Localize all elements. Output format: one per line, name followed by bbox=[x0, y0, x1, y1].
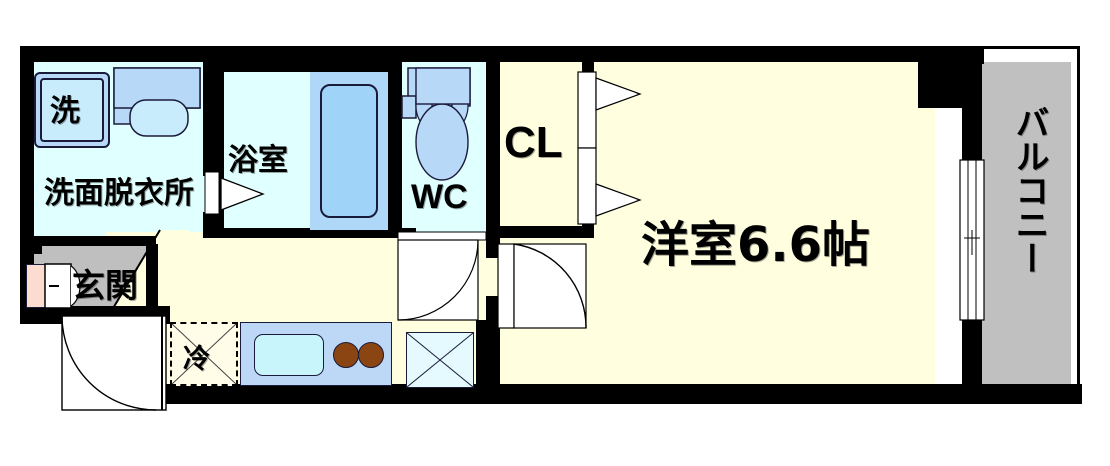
wall-main-left-lower bbox=[486, 296, 500, 326]
wall-wc-top bbox=[396, 46, 500, 62]
stove-burner-left bbox=[333, 342, 359, 368]
wall-exterior-left bbox=[20, 46, 34, 236]
wall-closet-bottom bbox=[486, 226, 594, 238]
room-balcony bbox=[981, 62, 1071, 398]
laundry-space-cross bbox=[406, 332, 474, 388]
main-room-door[interactable] bbox=[497, 243, 594, 340]
wall-washroom-right bbox=[203, 46, 217, 176]
wall-top-left bbox=[20, 46, 216, 62]
wall-bath-left bbox=[216, 46, 224, 236]
closet-door[interactable] bbox=[577, 71, 652, 228]
balcony-sliding-door[interactable] bbox=[959, 159, 986, 322]
refrigerator-label: 冷 bbox=[183, 344, 210, 375]
label-wc: WC bbox=[411, 178, 468, 216]
wall-shoecloset-right bbox=[146, 244, 158, 308]
wall-entrance-divider bbox=[26, 236, 156, 246]
wall-bottom bbox=[150, 384, 982, 404]
label-closet: CL bbox=[504, 118, 563, 167]
wall-bath-top bbox=[216, 46, 396, 62]
label-balcony: バルコニー bbox=[1009, 105, 1049, 275]
wall-bath-right bbox=[386, 46, 402, 236]
vanity-sink bbox=[113, 67, 201, 137]
wall-kitchen-divider bbox=[476, 320, 500, 388]
wall-balcony-bottom bbox=[962, 384, 1082, 404]
label-main-room: 洋室6.6帖 bbox=[641, 217, 871, 273]
bathroom-door[interactable] bbox=[204, 171, 267, 216]
wall-bath-bottom bbox=[216, 228, 402, 238]
toilet-fixture bbox=[401, 67, 471, 181]
wall-washroom-right-lower bbox=[203, 212, 217, 238]
label-washroom: 洗面脱衣所 bbox=[44, 176, 194, 211]
wall-main-left-upper bbox=[486, 236, 500, 258]
wall-wc-right bbox=[486, 46, 500, 236]
wall-main-top bbox=[586, 46, 936, 62]
label-bathroom: 浴室 bbox=[228, 143, 288, 178]
wall-bath-top-inner bbox=[222, 62, 390, 72]
bathtub bbox=[320, 84, 378, 218]
entrance-door[interactable] bbox=[61, 315, 172, 420]
shoe-closet-door[interactable] bbox=[44, 262, 91, 310]
washer-space-inner bbox=[40, 78, 104, 142]
wc-door[interactable] bbox=[397, 231, 498, 328]
kitchen-sink bbox=[254, 334, 324, 376]
room-washroom-lower bbox=[26, 215, 106, 240]
wall-balcony-top bbox=[962, 46, 984, 64]
stove-burner-right bbox=[358, 342, 384, 368]
label-entrance: 玄関 bbox=[72, 266, 138, 305]
refrigerator-space-cross bbox=[171, 323, 237, 385]
wall-closet-top bbox=[494, 46, 594, 62]
washer-label: 洗 bbox=[50, 94, 80, 129]
